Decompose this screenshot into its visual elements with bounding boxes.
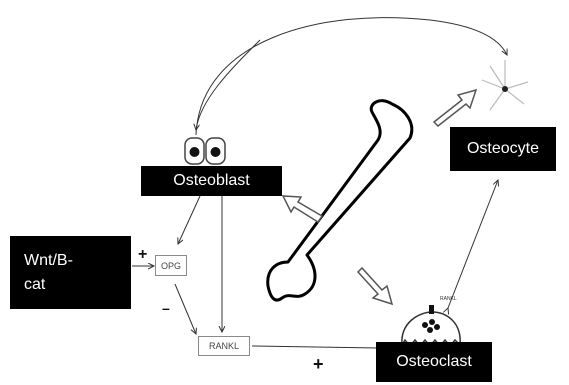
osteoblast-cells-icon: [185, 138, 225, 164]
osteocyte-osteoclast-arrow: [448, 180, 498, 308]
opg-to-rankl-arrow: [175, 284, 196, 334]
osteocyte-icon: [482, 60, 528, 110]
opg-rankl-sign: –: [162, 300, 170, 316]
osteoclast-label: Osteoclast: [376, 342, 492, 382]
osteoblast-to-opg-arrow: [178, 196, 200, 244]
wnt-label-line1: Wnt/B-: [24, 252, 73, 270]
wnt-label-line2: cat: [24, 276, 45, 294]
wnt-bcat-label: Wnt/B- cat: [10, 236, 131, 309]
rankl-osteoclast-sign: +: [313, 354, 324, 375]
osteocyte-osteoblast-arc: [196, 18, 507, 135]
osteoclast-icon: [402, 305, 460, 346]
wnt-opg-sign: +: [138, 246, 147, 264]
osteocyte-label: Osteocyte: [450, 127, 556, 171]
opg-box: OPG: [155, 255, 187, 276]
rankl-to-osteoclast-line: [252, 346, 378, 348]
rankl-box: RANKL: [198, 336, 250, 356]
osteoblast-label: Osteoblast: [141, 166, 282, 196]
rankl-small-label: RANKL: [440, 296, 457, 302]
